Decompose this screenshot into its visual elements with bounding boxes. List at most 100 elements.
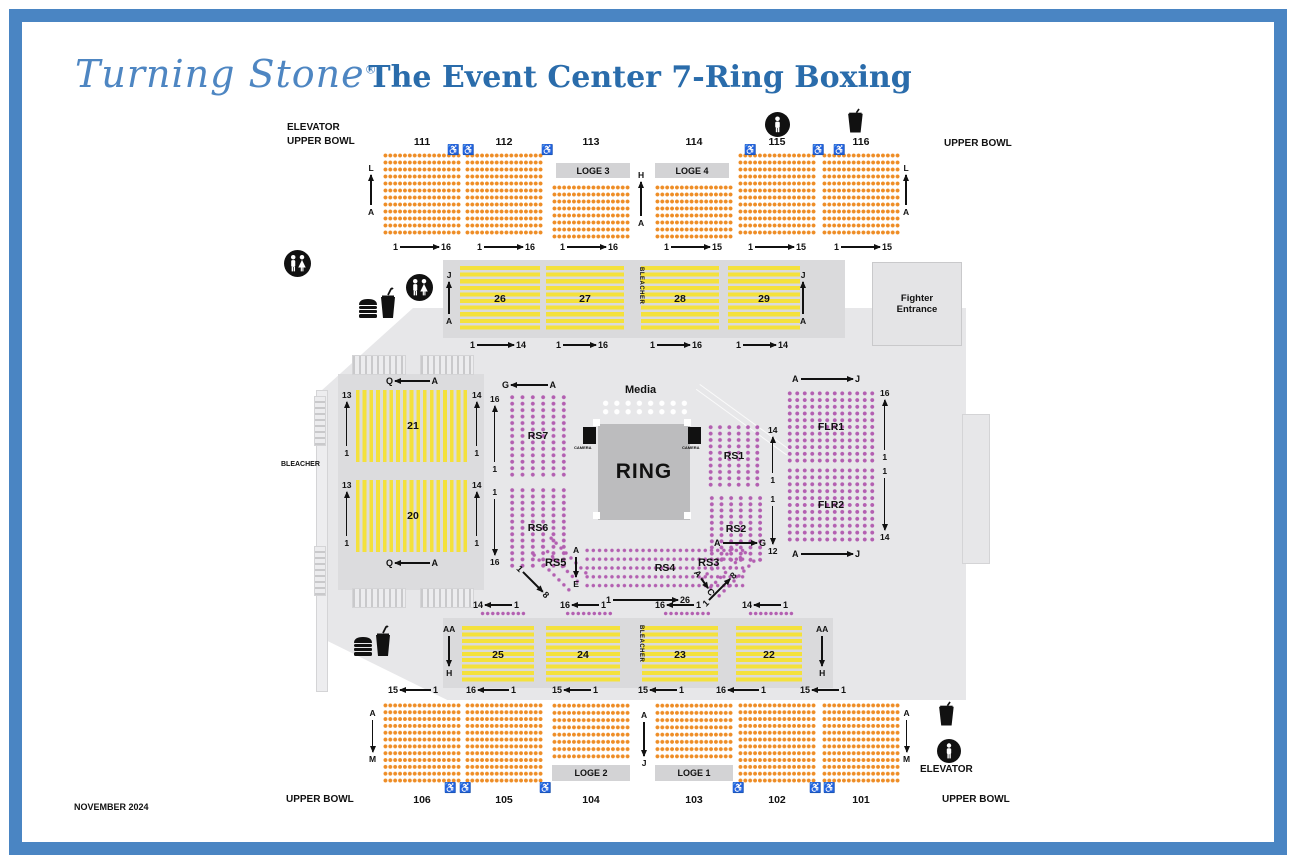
section-loge-3[interactable]: LOGE 3 [556,163,630,178]
section-number: 28 [674,293,686,305]
section-number: 21 [407,420,419,432]
arrow-part [657,344,690,346]
arrow-part: A [431,558,439,568]
arrow-part: 1 [492,464,498,474]
section-number: 24 [577,649,589,661]
arrow-part [883,400,886,450]
arrow-part: 14 [473,600,484,610]
arrow-part: 16 [691,340,702,350]
section-116[interactable]: 116 [822,136,900,236]
ring-post [593,512,600,519]
section-AA-23[interactable] [663,610,711,617]
arrow-part [493,499,496,555]
section-AA-22[interactable] [748,610,794,617]
arrow-part: 16 [607,242,618,252]
section-29[interactable]: 29 [728,266,800,332]
section-106[interactable]: 106 [383,702,461,806]
restroom-icon [284,250,311,277]
arrow-part: 1 [770,475,776,485]
arrow-part: 1 [782,600,788,610]
arrow-part [395,562,430,564]
arrow-part: 1 [492,487,498,497]
arrow-part [667,604,694,606]
arrow-part [485,604,512,606]
arrow-part [511,384,548,386]
section-media-seats [600,399,690,416]
section-28[interactable]: 28 [641,266,719,332]
arrow-part: 16 [880,388,890,398]
section-RS1[interactable]: RS1 [706,424,762,488]
arrow-part [722,542,757,544]
section-102[interactable]: 102 [738,702,816,806]
arrow-part: 1 [748,242,754,252]
section-FLR1[interactable]: FLR1 [786,390,876,464]
fighter-entrance: Fighter Entrance [872,262,962,346]
section-AA-24[interactable] [565,610,613,617]
arrow-part: A [714,538,721,548]
section-25[interactable]: 25 [462,626,534,684]
section-21[interactable]: 21 [356,390,470,462]
arrow-part: 1 [592,685,598,695]
arrow-part: 16 [716,685,727,695]
arrow-part [575,557,577,577]
bleacher-comb [352,355,406,375]
section-24[interactable]: 24 [546,626,620,684]
section-loge-4[interactable]: LOGE 4 [655,163,729,178]
section-23[interactable]: 23 [642,626,718,684]
section-AA-25[interactable] [480,610,526,617]
arrow-part: J [800,270,806,280]
ring-post [684,419,691,426]
section-101[interactable]: 101 [822,702,900,806]
section-112[interactable]: 112 [465,136,543,236]
arrow-part: 1 [474,448,480,458]
upper-bowl-label: UPPER BOWL [287,136,355,147]
section-RS7[interactable]: RS7 [507,394,569,478]
page-title: The Event Center 7-Ring Boxing [368,60,912,95]
section-111[interactable]: 111 [383,136,461,236]
section-loge-1[interactable]: LOGE 1 [655,765,733,781]
section-113[interactable]: 113 [552,136,630,240]
section-number: 20 [407,510,419,522]
section-115[interactable]: 115 [738,136,816,236]
arrow-part: 15 [711,242,722,252]
arrow-part [755,246,794,248]
arrow-part: 1 [344,538,350,548]
arrow-part: 14 [742,600,753,610]
section-26[interactable]: 26 [460,266,540,332]
section-22[interactable]: 22 [736,626,802,684]
upper-bowl-label: UPPER BOWL [286,794,354,805]
arrow-part: A [368,207,375,217]
section-27[interactable]: 27 [546,266,624,332]
section-FLR2[interactable]: FLR2 [786,467,876,543]
arrow-part: J [446,270,452,280]
arrow-part: 13 [342,480,352,490]
arrow-part: A [792,374,799,384]
arrow-part [771,437,774,473]
bleacher-label: BLEACHER [638,625,644,663]
section-114[interactable]: 114 [655,136,733,240]
section-20[interactable]: 20 [356,480,470,552]
arrow-part: 14 [515,340,526,350]
section-label-rs3: RS3 [698,557,720,569]
section-104[interactable]: 104 [552,702,630,806]
arrow-part: Q [386,376,394,386]
arrow-part: Q [386,558,394,568]
section-number: RS4 [654,562,676,574]
arrow-part: 16 [524,242,535,252]
arrow-part: 16 [560,600,571,610]
section-103[interactable]: 103 [655,702,733,806]
section-105[interactable]: 105 [465,702,543,806]
arrow-part: A [903,708,910,718]
section-loge-2[interactable]: LOGE 2 [552,765,630,781]
